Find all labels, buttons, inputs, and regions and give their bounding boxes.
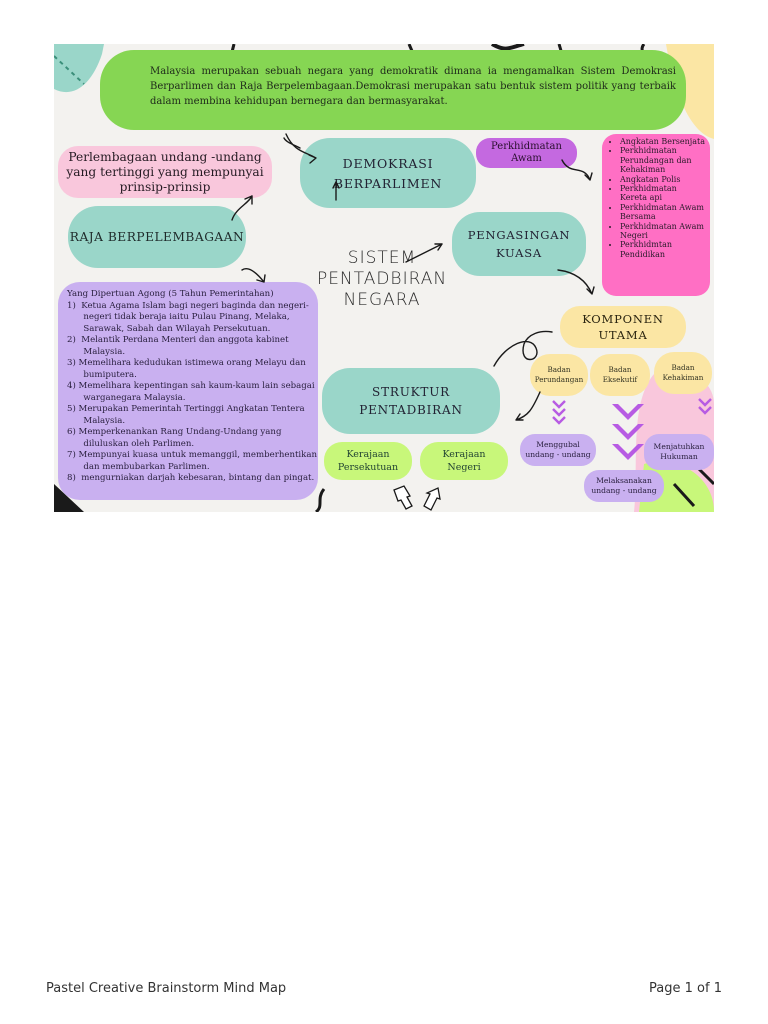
raja-berpelembagaan-label: RAJA BERPELEMBAGAAN [69, 230, 245, 244]
menjatuhkan-box: Menjatuhkan Hukuman [644, 434, 714, 470]
agong-point: negeri tidak beraja iaitu Pulau Pinang, … [67, 312, 290, 322]
menjatuhkan-line-1: Menjatuhkan [653, 442, 705, 451]
komponen-line-2: UTAMA [598, 328, 648, 342]
service-item: Perkhidmatan Awam Bersama [620, 203, 706, 222]
badan-perundangan-line-2: Perundangan [534, 375, 584, 384]
struktur-line-2: PENTADBIRAN [359, 403, 463, 417]
kerajaan-persekutuan-box: Kerajaan Persekutuan [324, 442, 412, 480]
services-list: Angkatan Bersenjata Perkhidmatan Perunda… [608, 137, 706, 259]
agong-point: 5) Merupakan Pemerintah Tertinggi Angkat… [67, 404, 305, 414]
service-item: Perkhidmatan Awam Negeri [620, 222, 706, 241]
agong-point: bumiputera. [67, 369, 137, 380]
intro-text: Malaysia merupakan sebuah negara yang de… [150, 66, 676, 107]
page-number: Page 1 of 1 [649, 981, 722, 996]
badan-perundangan-box: Badan Perundangan [530, 354, 588, 396]
agong-point: Malaysia. [67, 415, 126, 426]
badan-eksekutif-box: Badan Eksekutif [590, 354, 650, 396]
agong-point: 4) Memelihara kepentingan sah kaum-kaum … [67, 381, 315, 391]
agong-point: 8) mengurniakan darjah kebesaran, bintan… [67, 473, 315, 483]
arrow-struktur [515, 391, 541, 421]
menggubal-line-2: undang - undang [525, 450, 591, 459]
title-line-2: PENTADBIRAN [316, 269, 448, 289]
struktur-pentadbiran-box: STRUKTUR PENTADBIRAN [322, 368, 500, 434]
agong-point: 2) Melantik Perdana Menteri dan anggota … [67, 335, 289, 345]
badan-kehakiman-line-2: Kehakiman [662, 373, 704, 382]
intro-banner: Malaysia merupakan sebuah negara yang de… [100, 50, 686, 130]
pengasingan-line-1: PENGASINGAN [467, 228, 571, 242]
struktur-line-1: STRUKTUR [372, 385, 450, 399]
perlembagaan-box: Perlembagaan undang -undang yang terting… [58, 146, 272, 198]
arrow-raja-down [241, 268, 266, 283]
agong-point: Sarawak, Sabah dan Wilayah Persekutuan. [67, 323, 271, 334]
agong-point: 6) Memperkenankan Rang Undang-Undang yan… [67, 427, 282, 437]
mind-map-poster: Malaysia merupakan sebuah negara yang de… [54, 44, 714, 512]
arrow-pengasingan [557, 269, 595, 295]
main-title: SISTEM PENTADBIRAN NEGARA [312, 248, 452, 328]
service-item: Angkatan Bersenjata [620, 137, 706, 146]
title-line-1: SISTEM [347, 248, 417, 268]
kerajaan-persekutuan-line-2: Persekutuan [337, 462, 399, 473]
arrow-title [332, 181, 340, 201]
arrow-demokrasi-left [283, 137, 301, 149]
agong-point: 1) Ketua Agama Islam bagi negeri baginda… [67, 300, 309, 311]
kerajaan-negeri-box: Kerajaan Negeri [420, 442, 508, 480]
agong-points: 1) Ketua Agama Islam bagi negeri baginda… [67, 300, 318, 485]
agong-point: Malaysia. [67, 346, 126, 357]
agong-heading: Yang Dipertuan Agong (5 Tahun Pemerintah… [67, 289, 274, 299]
melaksanakan-line-1: Melaksanakan [596, 476, 652, 485]
pengasingan-kuasa-box: PENGASINGAN KUASA [452, 212, 586, 276]
arrow-perkhidmatan [561, 159, 593, 181]
demokrasi-berparlimen-box: DEMOKRASI BERPARLIMEN [300, 138, 476, 208]
agong-point: 3) Memelihara kedudukan istimewa orang M… [67, 358, 306, 368]
agong-box: Yang Dipertuan Agong (5 Tahun Pemerintah… [58, 282, 318, 500]
title-line-3: NEGARA [343, 290, 421, 310]
arrow-perlembagaan-to-raja [231, 195, 253, 221]
agong-point: diluluskan oleh Parlimen. [67, 438, 195, 449]
raja-berpelembagaan-box: RAJA BERPELEMBAGAAN [68, 206, 246, 268]
komponen-line-1: KOMPONEN [582, 312, 664, 326]
perkhidmatan-line-2: Awam [511, 153, 542, 164]
service-item: Perkhidmatan Kereta api [620, 184, 706, 203]
connector-arrows [231, 133, 712, 511]
demokrasi-line-1: DEMOKRASI [342, 155, 434, 171]
menjatuhkan-line-2: Hukuman [660, 452, 698, 461]
perkhidmatan-awam-box: Perkhidmatan Awam [476, 138, 577, 168]
kerajaan-negeri-line-2: Negeri [447, 462, 481, 473]
service-item: Perkhidmatan Perundangan dan Kehakiman [620, 146, 706, 174]
service-item: Angkatan Polis [620, 175, 706, 184]
perlembagaan-text: Perlembagaan undang -undang yang terting… [66, 149, 264, 194]
chevron-kehakiman [698, 398, 712, 415]
pengasingan-line-2: KUASA [495, 246, 542, 260]
chevron-perundangan [552, 400, 566, 425]
up-arrow-negeri [423, 487, 441, 511]
menggubal-box: Menggubal undang - undang [520, 434, 596, 466]
loop-komponen [493, 330, 553, 367]
footer-title: Pastel Creative Brainstorm Mind Map [46, 981, 287, 996]
demokrasi-line-2: BERPARLIMEN [333, 175, 443, 191]
services-list-box: Angkatan Bersenjata Perkhidmatan Perunda… [602, 134, 710, 296]
perkhidmatan-line-1: Perkhidmatan [491, 141, 562, 152]
kerajaan-persekutuan-line-1: Kerajaan [346, 449, 390, 460]
service-item: Perkhidmtan Pendidikan [620, 240, 706, 259]
melaksanakan-box: Melaksanakan undang - undang [584, 470, 664, 502]
badan-perundangan-line-1: Badan [547, 365, 571, 374]
komponen-utama-box: KOMPONEN UTAMA [560, 306, 686, 348]
melaksanakan-line-2: undang - undang [591, 486, 657, 495]
badan-kehakiman-box: Badan Kehakiman [654, 352, 712, 394]
badan-kehakiman-line-1: Badan [671, 363, 695, 372]
menggubal-line-1: Menggubal [536, 440, 580, 449]
arrow-title-pengasingan [405, 243, 443, 263]
up-arrow-persekutuan [393, 485, 413, 510]
chevron-eksekutif [612, 404, 644, 460]
badan-eksekutif-line-2: Eksekutif [602, 375, 638, 384]
kerajaan-negeri-line-1: Kerajaan [442, 449, 486, 460]
agong-point: 7) Mempunyai kuasa untuk memanggil, memb… [67, 450, 318, 460]
arrow-to-demokrasi [285, 133, 317, 164]
agong-point: warganegara Malaysia. [67, 392, 186, 403]
agong-point: dan membubarkan Parlimen. [67, 461, 210, 472]
badan-eksekutif-line-1: Badan [608, 365, 632, 374]
